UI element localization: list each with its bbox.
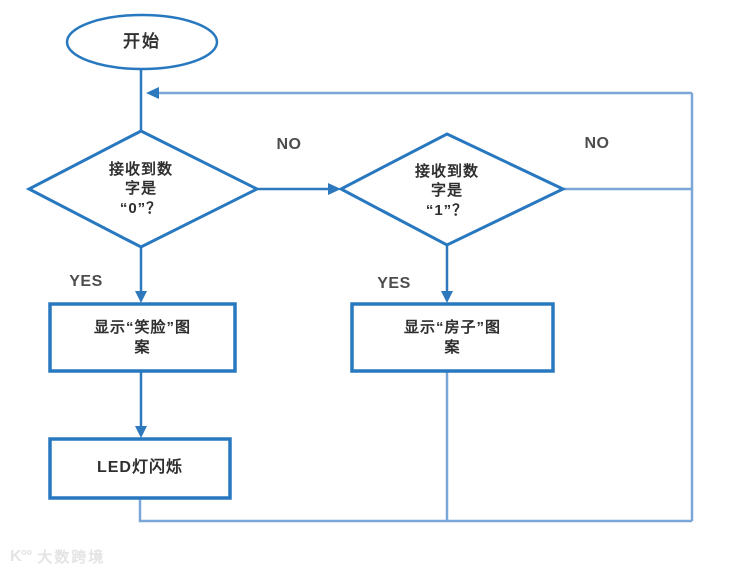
decision-zero-label: 接收到数 字是 “0”？ <box>108 160 173 217</box>
start-ellipse <box>65 13 219 71</box>
process-led-label: LED灯闪烁 <box>96 459 183 477</box>
process-house-shape <box>350 302 555 373</box>
process-smiley-shape <box>48 302 237 373</box>
process-smiley-label: 显示“笑脸”图 案 <box>93 319 191 356</box>
decision-one-label: 接收到数 字是 “1”？ <box>414 162 479 219</box>
watermark: K°° 大数跨境 <box>10 546 105 567</box>
process-house-label: 显示“房子”图 案 <box>403 319 501 356</box>
arrowhead-into-smiley <box>135 291 147 303</box>
decision-zero-shape <box>25 129 261 249</box>
decision-one-shape <box>337 132 567 247</box>
watermark-text: 大数跨境 <box>37 549 106 566</box>
yes-label-right: YES <box>377 274 411 292</box>
watermark-logo-icon: K°° <box>10 547 32 565</box>
arrowhead-loop-into-main <box>146 87 159 99</box>
start-label: 开始 <box>123 31 161 51</box>
arrowhead-into-decision1 <box>328 183 341 195</box>
connector-led-to-loop <box>138 498 692 523</box>
yes-label-left: YES <box>69 272 103 290</box>
no-label-right: NO <box>584 134 610 152</box>
arrowhead-into-house <box>441 291 453 303</box>
arrowhead-into-led <box>135 426 147 438</box>
process-led-shape <box>48 437 232 500</box>
no-label-left: NO <box>276 135 302 153</box>
